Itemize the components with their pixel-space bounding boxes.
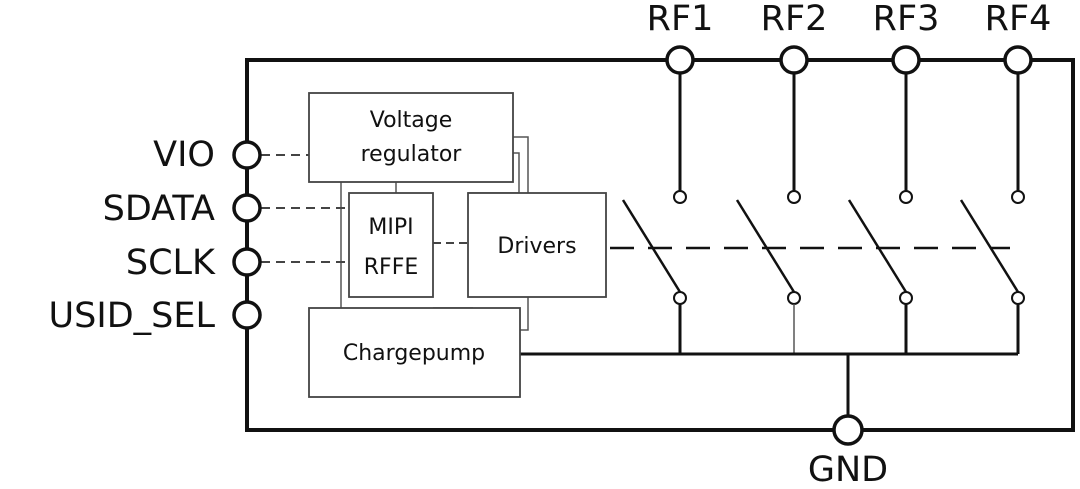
rf3-switch-blade: [847, 199, 908, 293]
rf2-switch-contact-top: [787, 190, 801, 204]
voltage-regulator-label-line1: Voltage: [370, 108, 453, 133]
rf4-switch-contact-bottom: [1011, 291, 1025, 305]
voltage-regulator-block: Voltage regulator: [308, 92, 514, 183]
sdata-pin: SDATA: [103, 189, 349, 229]
chargepump-block: Chargepump: [308, 307, 521, 398]
rf3-pin: RF3: [873, 0, 940, 191]
rf1-pin-label: RF1: [647, 0, 714, 39]
rf4-pin: RF4: [985, 0, 1052, 191]
rf4-switch-blade: [959, 199, 1020, 293]
rf1-switch-contact-bottom: [673, 291, 687, 305]
mipi-rffe-block: MIPI RFFE: [348, 192, 434, 298]
mipi-rffe-label-line2: RFFE: [364, 255, 419, 280]
gnd-pin: GND: [808, 414, 888, 489]
rf2-pin: RF2: [761, 0, 828, 191]
rf3-switch-contact-top: [899, 190, 913, 204]
rf2-switch-blade: [735, 199, 796, 293]
sclk-pin: SCLK: [126, 243, 349, 283]
sclk-pin-label: SCLK: [126, 243, 216, 283]
mipi-rffe-label-line1: MIPI: [368, 215, 413, 240]
rf1-switch-blade: [621, 199, 682, 293]
usid-sel-pin: USID_SEL: [49, 296, 262, 336]
drivers-label: Drivers: [497, 234, 576, 259]
usid-sel-pin-label: USID_SEL: [49, 296, 216, 336]
rf3-switch-contact-bottom: [899, 291, 913, 305]
rf2-switch-contact-bottom: [787, 291, 801, 305]
sdata-pin-label: SDATA: [103, 189, 215, 229]
vio-pin-label: VIO: [153, 135, 215, 175]
rf3-pin-label: RF3: [873, 0, 940, 39]
rf4-switch-contact-top: [1011, 190, 1025, 204]
rf1-pin: RF1: [647, 0, 714, 191]
vio-pin: VIO: [153, 135, 309, 175]
gnd-pin-label: GND: [808, 450, 888, 489]
rf1-switch-contact-top: [673, 190, 687, 204]
rf4-pin-label: RF4: [985, 0, 1052, 39]
rf2-pin-label: RF2: [761, 0, 828, 39]
package-outline: [245, 58, 1075, 432]
drivers-block: Drivers: [467, 192, 607, 298]
chargepump-label: Chargepump: [343, 341, 485, 366]
voltage-regulator-label-line2: regulator: [361, 142, 463, 167]
